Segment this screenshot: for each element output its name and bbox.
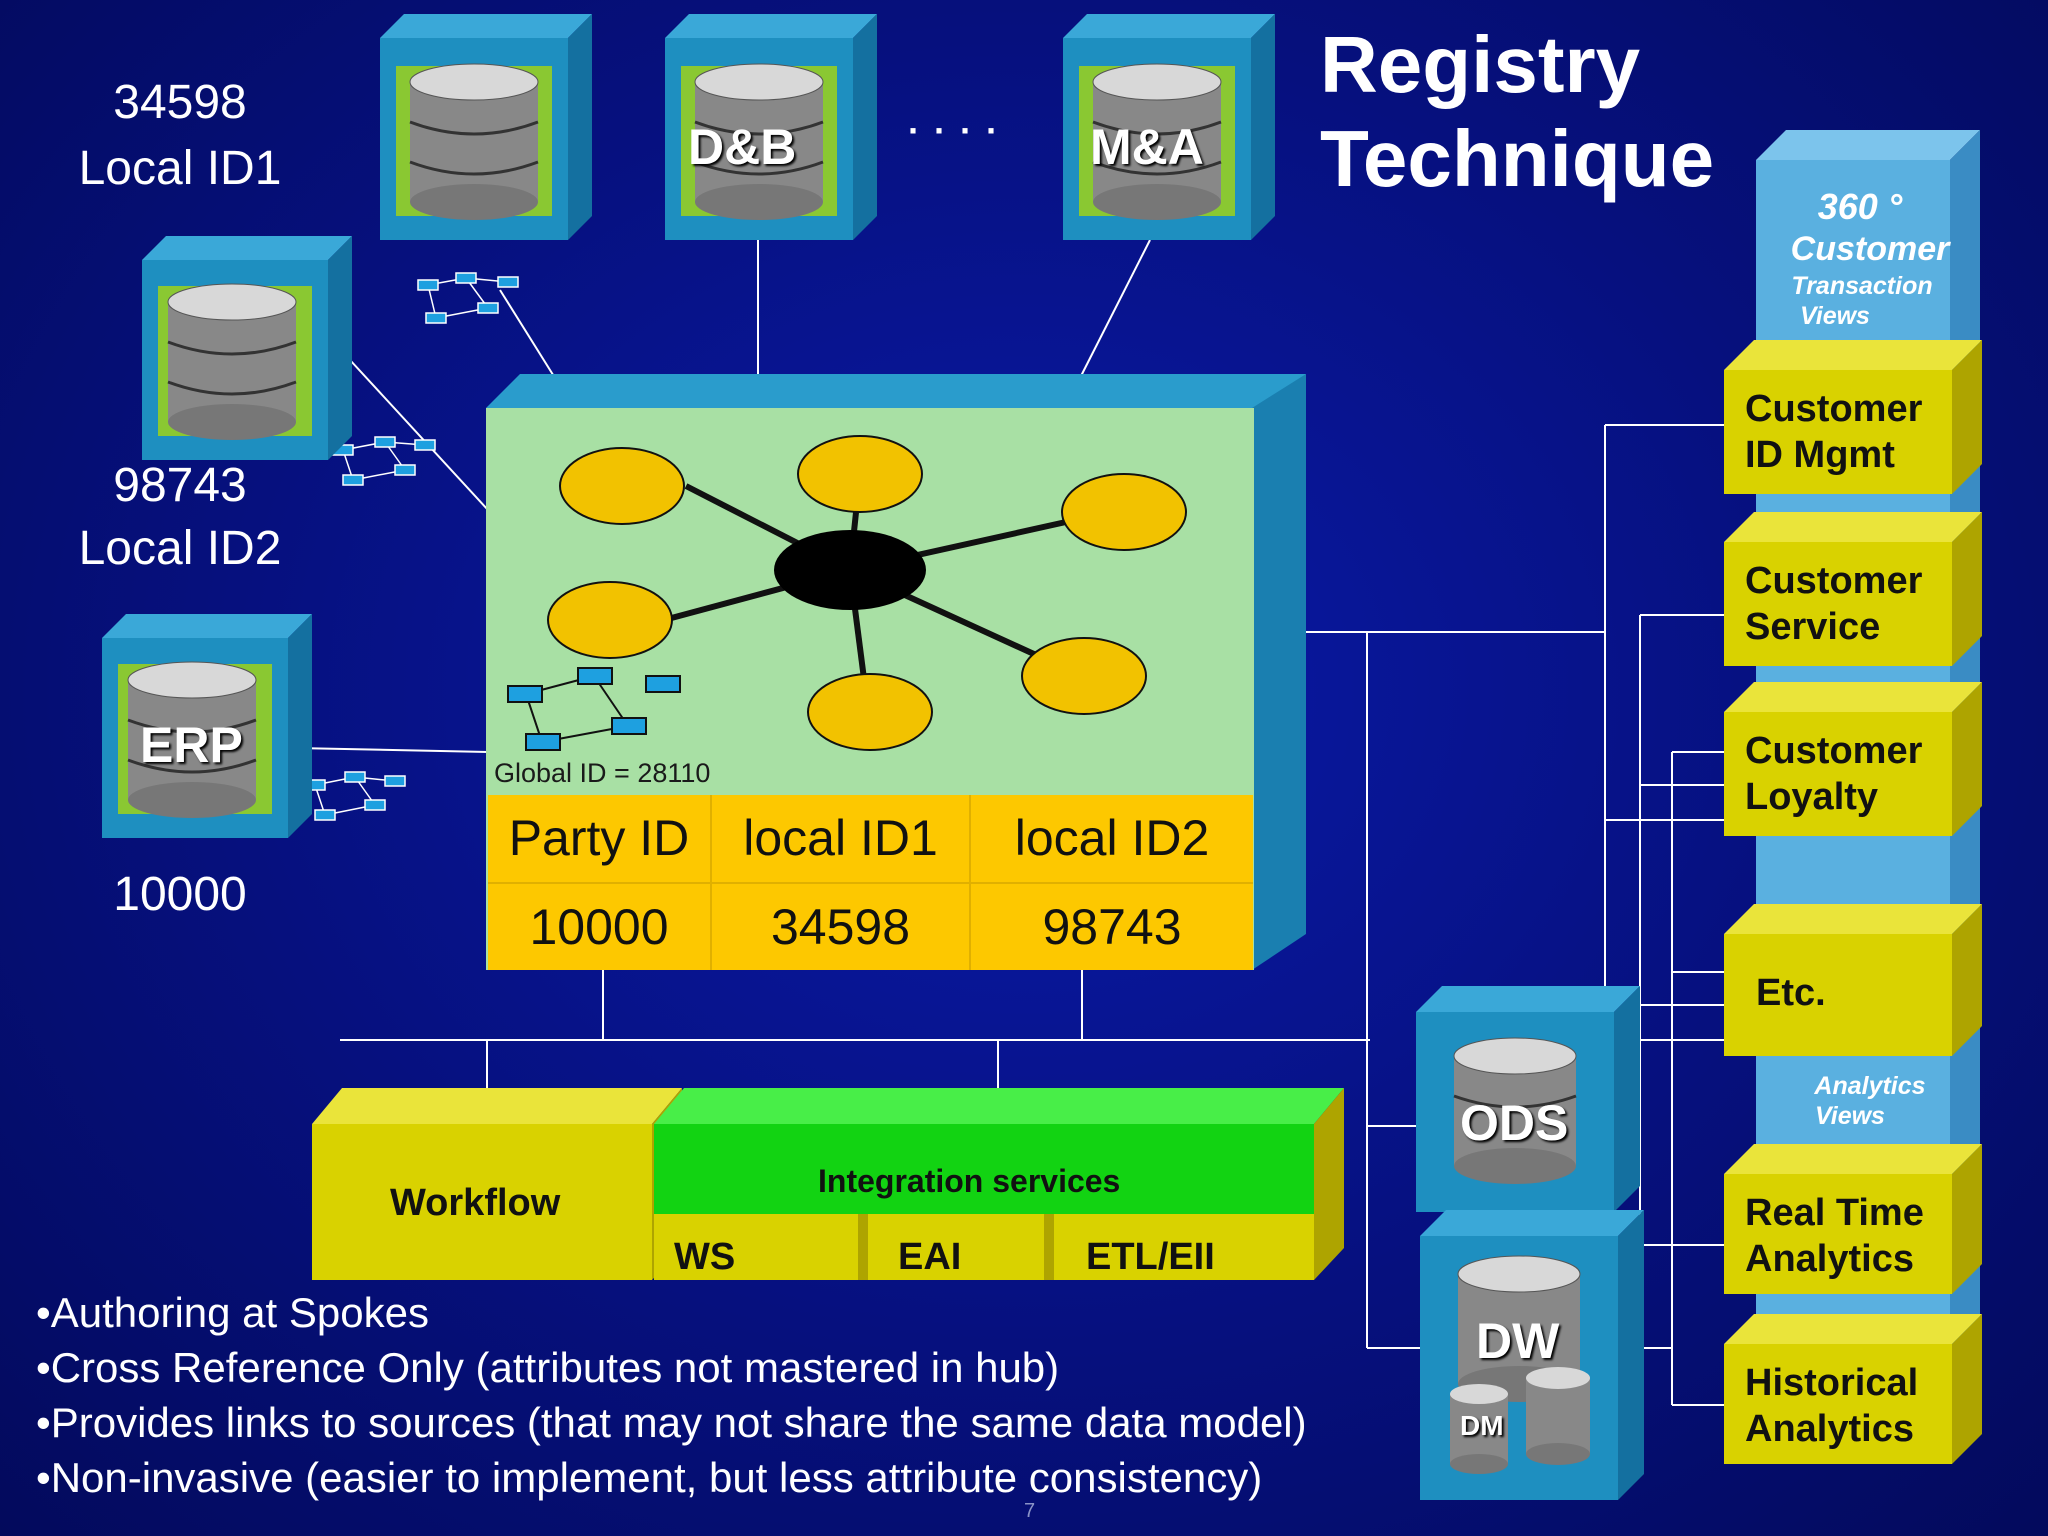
dnb-label: D&B (688, 119, 797, 175)
app-historical-analytics-label: Historical Analytics (1745, 1362, 1919, 1450)
list-item: •Provides links to sources (that may not… (36, 1399, 1307, 1446)
source-db-cube-dnb (665, 14, 877, 240)
workflow-label: Workflow (390, 1182, 561, 1224)
database-icon (127, 661, 257, 818)
database-icon (409, 63, 539, 220)
app-customer-id-mgmt-box (1724, 340, 1982, 494)
table-header-local-id1: local ID1 (711, 795, 971, 884)
dw-cube (1420, 1210, 1644, 1500)
transaction-views-title-2: Customer (1790, 230, 1950, 268)
database-icon (1092, 63, 1222, 220)
app-etc-label: Etc. (1756, 972, 1826, 1014)
list-item: •Cross Reference Only (attributes not ma… (36, 1344, 1060, 1391)
ws-label: WS (674, 1236, 736, 1278)
list-item: •Authoring at Spokes (36, 1289, 429, 1336)
erp-id-value: 10000 (113, 868, 247, 921)
app-customer-service-box (1724, 512, 1982, 666)
table-cell-party-id: 10000 (488, 882, 712, 970)
database-icon (167, 283, 297, 440)
ods-label: ODS (1460, 1095, 1569, 1151)
dm-label: DM (1460, 1410, 1504, 1441)
database-icon (1450, 1255, 1590, 1474)
app-customer-loyalty-box (1724, 682, 1982, 836)
app-customer-service-label: Customer Service (1745, 560, 1923, 648)
transaction-views-title-1: 360 ° (1817, 186, 1903, 227)
bullet-list: •Authoring at Spokes •Cross Reference On… (36, 1285, 1307, 1505)
local-id1-label: Local ID1 (78, 142, 282, 195)
etl-eii-label: ETL/EII (1086, 1236, 1215, 1278)
global-id-label: Global ID = 28110 (494, 758, 711, 788)
hub-network-icon (507, 667, 681, 751)
table-cell-local-id2: 98743 (1042, 898, 1182, 955)
page-number: 7 (1024, 1500, 1036, 1522)
eai-label: EAI (898, 1236, 962, 1278)
integration-services-label: Integration services (818, 1163, 1121, 1199)
local-id2-label: Local ID2 (78, 522, 282, 575)
ellipsis-text: · · · · (908, 110, 1000, 151)
table-cell-local-id1: 34598 (711, 882, 971, 970)
source-db-cube-erp (102, 614, 312, 838)
database-icon (694, 63, 824, 220)
cross-reference-table: Party ID local ID1 local ID2 10000 34598… (488, 795, 1253, 970)
local-id2-value: 98743 (113, 459, 247, 512)
table-row: 10000 34598 98743 (488, 882, 1253, 970)
list-item: •Non-invasive (easier to implement, but … (36, 1454, 1263, 1501)
page-title: Registry Technique (1320, 20, 1715, 203)
app-historical-analytics-box (1724, 1314, 1982, 1464)
erp-label: ERP (140, 717, 243, 773)
source-db-cube-2 (142, 236, 352, 460)
app-customer-loyalty-label: Customer Loyalty (1745, 730, 1923, 818)
analytics-views-title-2: Views (1815, 1102, 1885, 1130)
table-header-local-id2: local ID2 (970, 795, 1253, 884)
table-header-party-id: Party ID (488, 795, 712, 884)
app-etc-box (1724, 904, 1982, 1056)
integration-services-box (654, 1088, 1344, 1280)
app-real-time-analytics-box (1724, 1144, 1982, 1294)
network-icon-2 (332, 436, 436, 486)
network-icon-1 (417, 272, 519, 324)
table-header-row: Party ID local ID1 local ID2 (488, 795, 1253, 884)
database-icon (1453, 1037, 1577, 1184)
local-id1-value: 34598 (113, 76, 247, 129)
network-icon-3 (304, 771, 406, 821)
ods-cube (1416, 986, 1640, 1212)
dw-label: DW (1476, 1313, 1560, 1369)
source-db-cube-mna (1063, 14, 1275, 240)
analytics-views-title-1: Analytics (1814, 1072, 1926, 1100)
app-real-time-analytics-label: Real Time Analytics (1745, 1192, 1924, 1280)
source-db-cube-1 (380, 14, 592, 240)
transaction-views-title-3: Transaction (1791, 272, 1933, 300)
mna-label: M&A (1090, 119, 1204, 175)
transaction-views-title-4: Views (1800, 302, 1870, 330)
app-customer-id-mgmt-label: Customer ID Mgmt (1745, 388, 1923, 476)
